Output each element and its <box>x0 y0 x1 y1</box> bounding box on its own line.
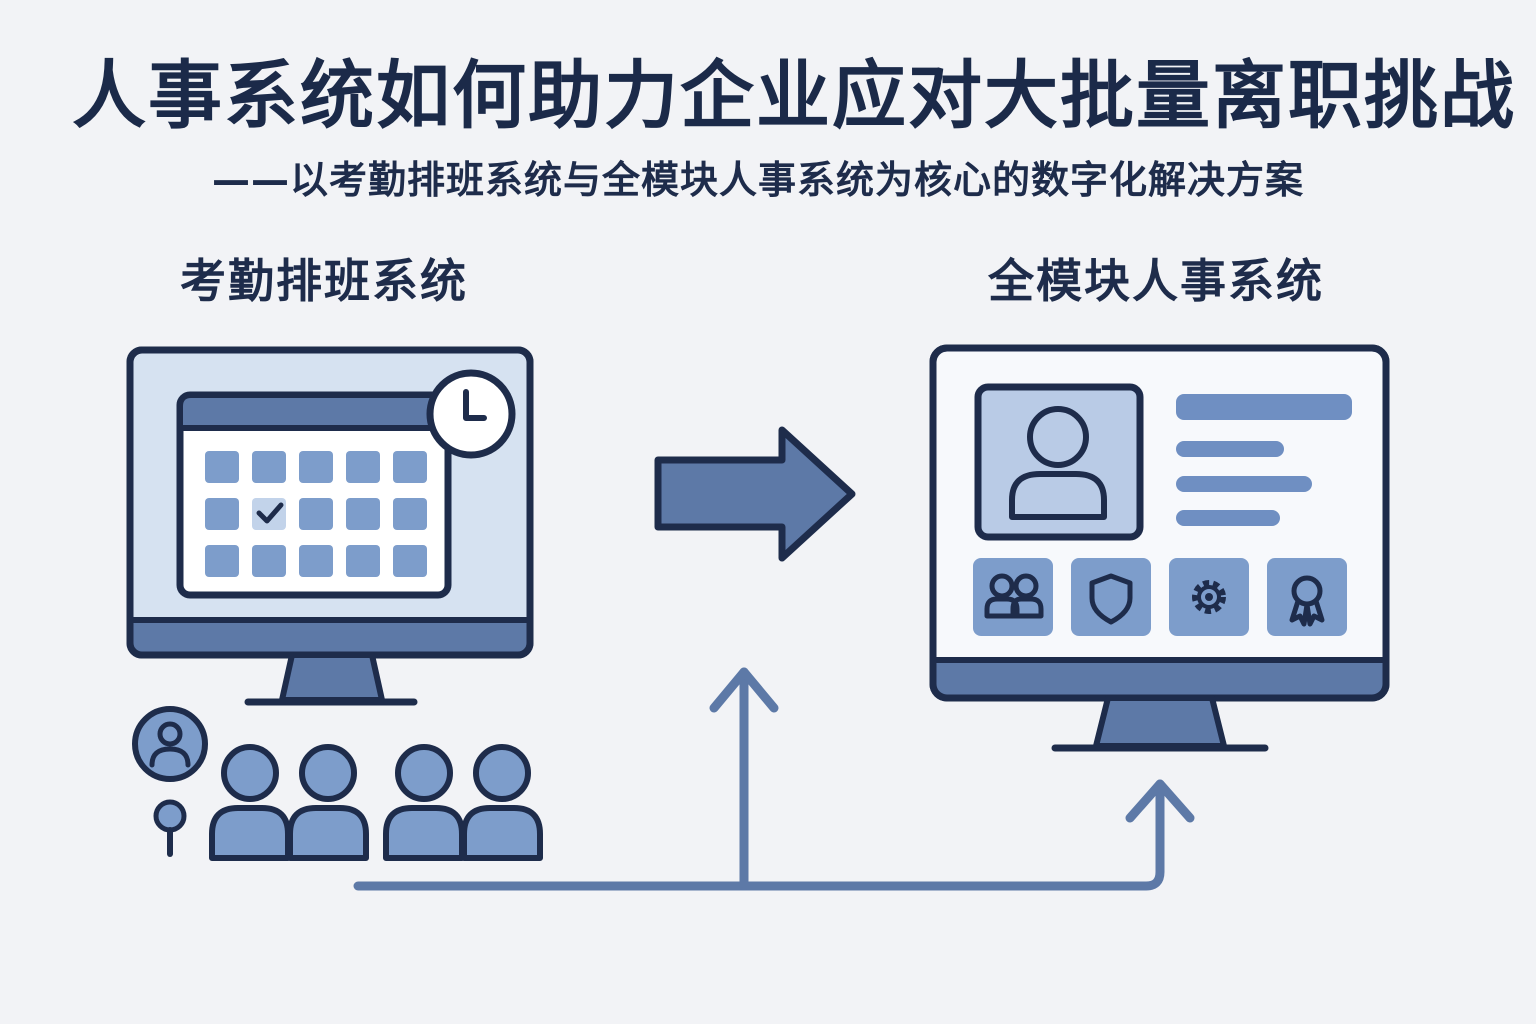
hr-system-label: 全模块人事系统 <box>988 254 1324 308</box>
shield-icon <box>1089 573 1133 625</box>
person-icon <box>383 744 465 861</box>
module-award <box>1267 558 1347 636</box>
gear-icon <box>1192 580 1226 614</box>
person-icon <box>461 744 543 861</box>
page-title: 人事系统如何助力企业应对大批量离职挑战 <box>72 53 1516 139</box>
attendance-system-label: 考勤排班系统 <box>180 254 468 308</box>
module-settings <box>1169 558 1249 636</box>
employee-profile-icon <box>974 383 1144 541</box>
award-ribbon-icon <box>1289 575 1325 627</box>
clock-icon <box>426 369 516 459</box>
page-subtitle: ——以考勤排班系统与全模块人事系统为核心的数字化解决方案 <box>212 158 1305 202</box>
module-security <box>1071 558 1151 636</box>
team-icon <box>984 573 1044 619</box>
avatar-badge-icon <box>132 706 208 782</box>
module-team <box>973 558 1053 636</box>
up-arrow-icon <box>709 667 779 713</box>
calendar-schedule-icon <box>176 391 452 599</box>
person-icon <box>209 744 291 861</box>
right-arrow-icon <box>654 426 856 562</box>
person-icon <box>287 744 369 861</box>
profile-info-lines <box>1176 394 1352 526</box>
checkmark-icon <box>256 502 284 524</box>
employee-group <box>132 706 543 861</box>
location-pin-icon <box>153 799 187 857</box>
flow-connector <box>353 667 1195 891</box>
up-arrow-icon <box>1125 779 1195 823</box>
